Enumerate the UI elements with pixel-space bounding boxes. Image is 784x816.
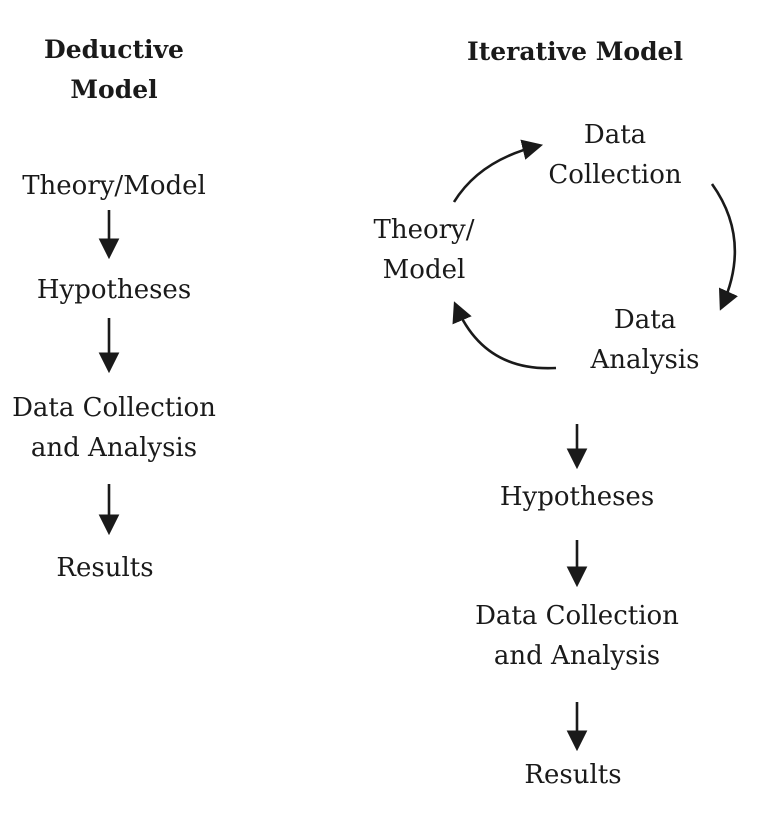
cycle-arrow-theory-to-collection <box>452 139 544 203</box>
cycle-data-collection-line-1: Data <box>583 120 647 150</box>
iterative-data-collection-analysis: Data Collection and Analysis <box>475 596 679 676</box>
deductive-data-collection-analysis: Data Collection and Analysis <box>12 388 216 468</box>
cycle-arrow-collection-to-analysis <box>710 183 738 311</box>
deductive-theory-model: Theory/Model <box>22 171 206 201</box>
iterative-model-title: Iterative Model <box>467 37 683 66</box>
cycle-data-analysis-line-1: Data <box>613 305 677 335</box>
iterative-data-collection-line-1: Data Collection <box>475 601 679 631</box>
cycle-data-analysis-line-2: Analysis <box>590 345 700 375</box>
iterative-results: Results <box>524 760 622 790</box>
cycle-theory-model: Theory/ Model <box>373 210 474 290</box>
cycle-data-collection: Data Collection <box>548 115 681 195</box>
deductive-results: Results <box>56 553 154 583</box>
deductive-data-collection-line-2: and Analysis <box>30 433 198 463</box>
deductive-title-line-2: Model <box>70 75 158 104</box>
cycle-theory-model-line-2: Model <box>382 255 466 285</box>
deductive-hypotheses: Hypotheses <box>36 275 192 305</box>
deductive-model-title: Deductive Model <box>44 30 184 110</box>
iterative-hypotheses: Hypotheses <box>499 482 655 512</box>
deductive-data-collection-line-1: Data Collection <box>12 393 216 423</box>
cycle-data-analysis: Data Analysis <box>590 300 699 380</box>
cycle-theory-model-line-1: Theory/ <box>373 215 475 245</box>
deductive-title-line-1: Deductive <box>44 35 184 64</box>
cycle-data-collection-line-2: Collection <box>548 160 682 190</box>
cycle-arrow-analysis-to-theory <box>452 301 557 370</box>
iterative-data-collection-line-2: and Analysis <box>493 641 661 671</box>
